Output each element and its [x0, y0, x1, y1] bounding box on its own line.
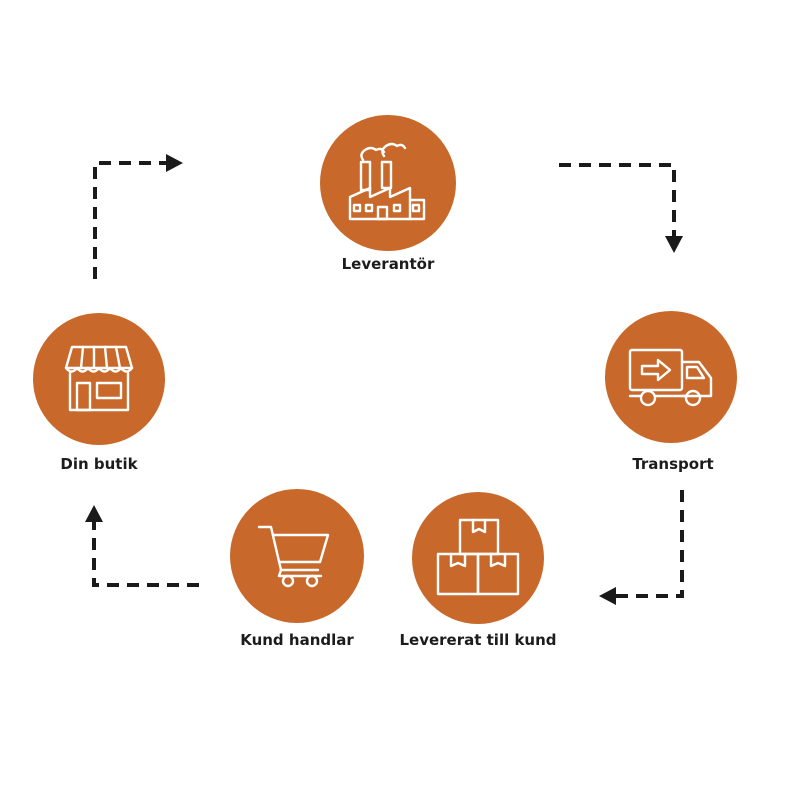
truck-icon	[628, 348, 713, 407]
node-supplier: Leverantör	[320, 115, 456, 273]
storefront-icon	[64, 345, 134, 412]
arrow-shop-to-supplier	[93, 154, 183, 279]
node-label-delivered: Levererat till kund	[399, 631, 556, 649]
node-label-supplier: Leverantör	[342, 255, 435, 273]
node-delivered: Levererat till kund	[399, 492, 557, 649]
node-transport: Transport	[605, 311, 737, 473]
arrow-customer-to-shop	[85, 505, 199, 587]
arrow-transport-to-delivered	[599, 490, 684, 605]
node-shop: Din butik	[33, 313, 165, 473]
shopping-cart-icon	[257, 525, 330, 588]
boxes-icon	[436, 518, 520, 596]
node-customer: Kund handlar	[230, 489, 364, 649]
node-label-customer: Kund handlar	[240, 631, 354, 649]
node-label-transport: Transport	[632, 455, 713, 473]
arrow-supplier-to-transport	[559, 163, 683, 253]
factory-icon	[348, 142, 426, 221]
node-label-shop: Din butik	[60, 455, 138, 473]
